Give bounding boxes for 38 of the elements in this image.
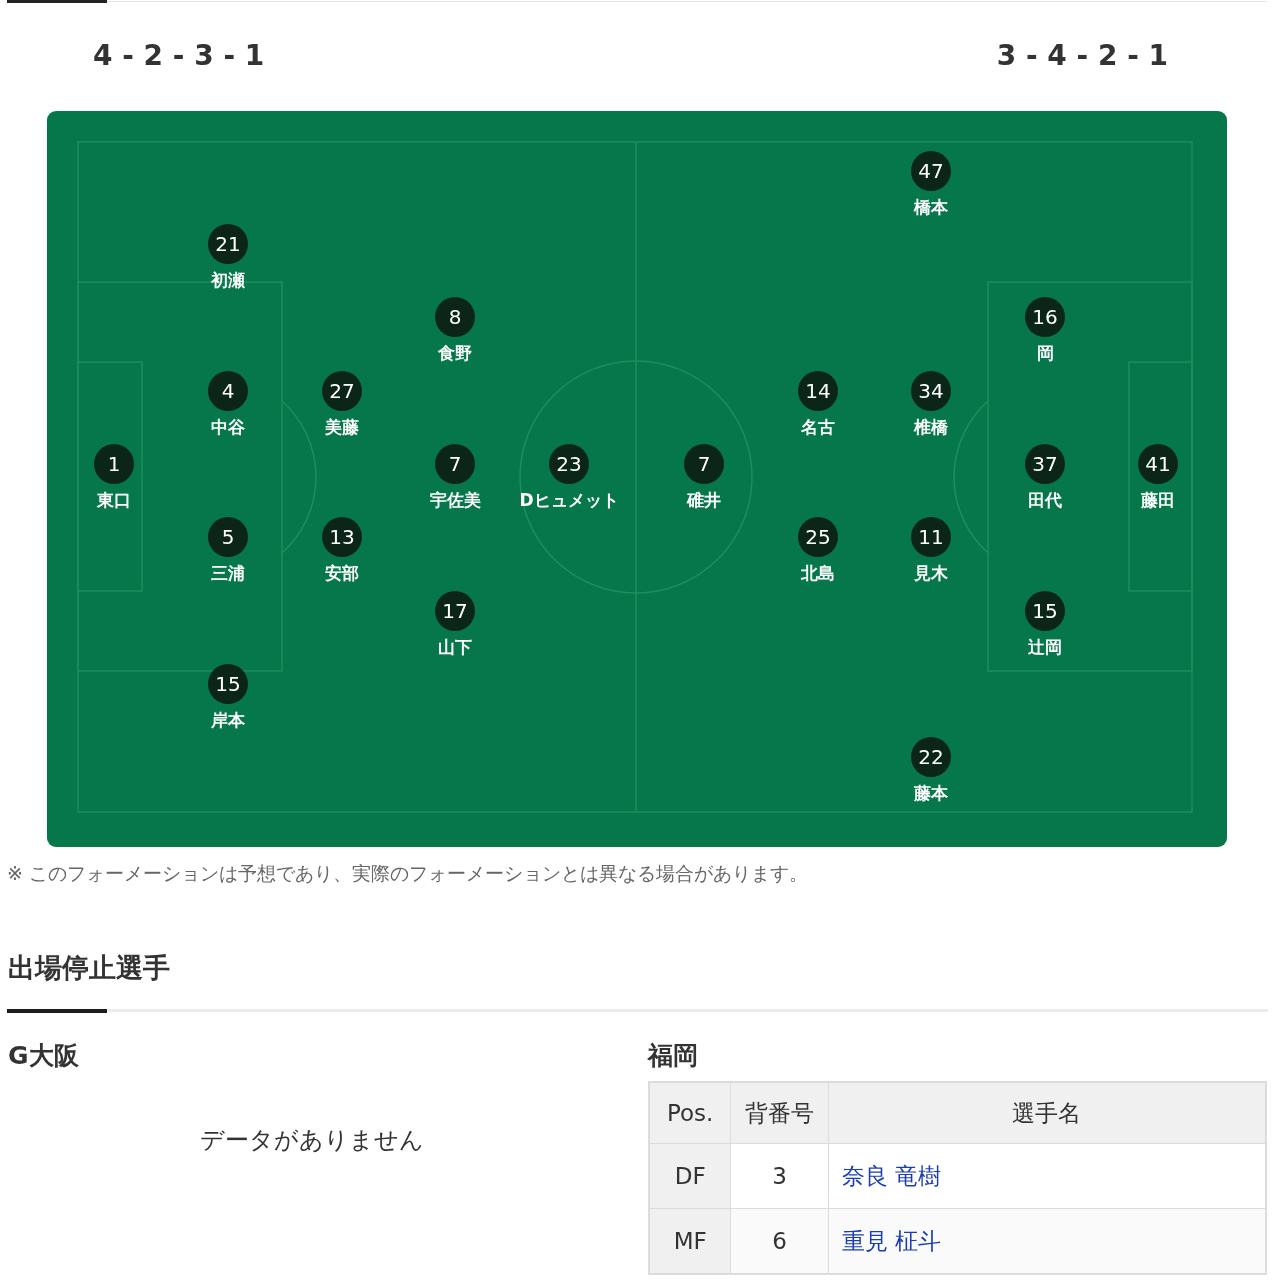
table-cell: 3: [730, 1143, 829, 1209]
team-heading: 福岡: [648, 1041, 698, 1071]
formation-label: 3 - 4 - 2 - 1: [996, 39, 1168, 73]
player-name: 辻岡: [1028, 637, 1062, 657]
disclaimer-note: ※ このフォーメーションは予想であり、実際のフォーメーションとは異なる場合があります。: [7, 861, 808, 885]
player-name: 北島: [801, 563, 835, 583]
column-header: Pos.: [649, 1082, 731, 1144]
column-header: 背番号: [730, 1082, 829, 1144]
player-name: 食野: [438, 343, 472, 363]
player-name: 椎橋: [914, 417, 948, 437]
player-name: 初瀬: [211, 270, 245, 290]
player-name: 三浦: [211, 563, 245, 583]
table-cell: DF: [649, 1143, 731, 1209]
player-name: 名古: [801, 417, 835, 437]
player-name: 安部: [325, 563, 359, 583]
player-name: 岸本: [211, 710, 245, 730]
player-link: 奈良 竜樹: [842, 1162, 942, 1189]
player-name: 岡: [1036, 343, 1054, 363]
player-name: 山下: [438, 637, 472, 657]
player-name: 碓井: [687, 490, 721, 510]
player-name: 中谷: [211, 417, 245, 437]
table-cell: MF: [649, 1208, 731, 1274]
player-name: 田代: [1028, 490, 1062, 510]
player-name: 美藤: [325, 417, 359, 437]
formation-label: 4 - 2 - 3 - 1: [93, 39, 265, 73]
section-heading: 出場停止選手: [8, 951, 170, 985]
player-name: 橋本: [914, 197, 948, 217]
player-link: 重見 柾斗: [842, 1227, 942, 1254]
player-name: 藤田: [1141, 490, 1175, 510]
column-header: 選手名: [828, 1082, 1266, 1144]
player-name: 東口: [97, 490, 131, 510]
table-cell: 6: [730, 1208, 829, 1274]
player-name: Dヒュメット: [519, 490, 619, 510]
empty-message: データがありません: [200, 1125, 424, 1155]
player-name: 見木: [914, 563, 948, 583]
player-name: 藤本: [914, 783, 948, 803]
player-name: 宇佐美: [429, 490, 481, 510]
team-heading: G大阪: [8, 1041, 79, 1071]
